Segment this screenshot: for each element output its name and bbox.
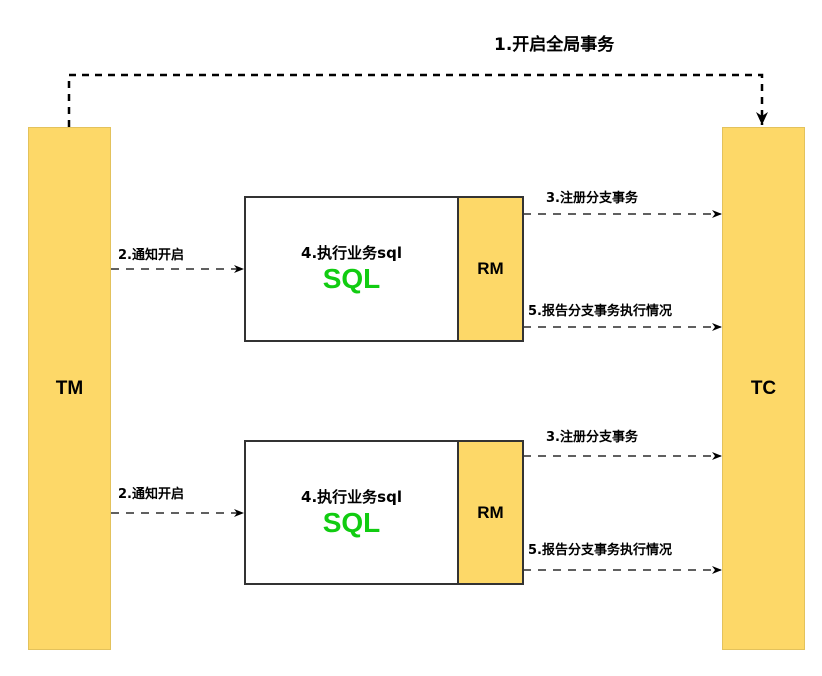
- report-label-2: 5.报告分支事务执行情况: [528, 543, 672, 558]
- tm-label: TM: [55, 377, 84, 399]
- rm-label-1: RM: [477, 259, 504, 278]
- execute-sql-label-2: 4.执行业务sql: [301, 487, 402, 506]
- tc-actor: TC: [722, 127, 805, 650]
- execute-sql-label-1: 4.执行业务sql: [301, 244, 402, 262]
- sql-label-2: SQL: [322, 506, 381, 538]
- register-label-1: 3.注册分支事务: [546, 191, 638, 206]
- rm-block-2: RM: [457, 442, 522, 583]
- sql-label-1: SQL: [322, 263, 381, 294]
- begin-global-transaction-label: 1.开启全局事务: [494, 35, 615, 55]
- business-sql-area-2: 4.执行业务sql SQL: [246, 442, 457, 583]
- tc-label: TC: [750, 377, 777, 399]
- branch-box-2: 4.执行业务sql SQL RM: [244, 440, 524, 585]
- report-label-1: 5.报告分支事务执行情况: [528, 304, 672, 319]
- begin-global-transaction-connector: [67, 73, 768, 127]
- notify-label-2: 2.通知开启: [118, 487, 184, 502]
- rm-label-2: RM: [477, 502, 504, 522]
- tm-actor: TM: [28, 127, 111, 650]
- business-sql-area-1: 4.执行业务sql SQL: [246, 198, 457, 340]
- branch-box-1: 4.执行业务sql SQL RM: [244, 196, 524, 342]
- register-label-2: 3.注册分支事务: [546, 430, 638, 445]
- notify-label-1: 2.通知开启: [118, 248, 184, 263]
- rm-block-1: RM: [457, 198, 522, 340]
